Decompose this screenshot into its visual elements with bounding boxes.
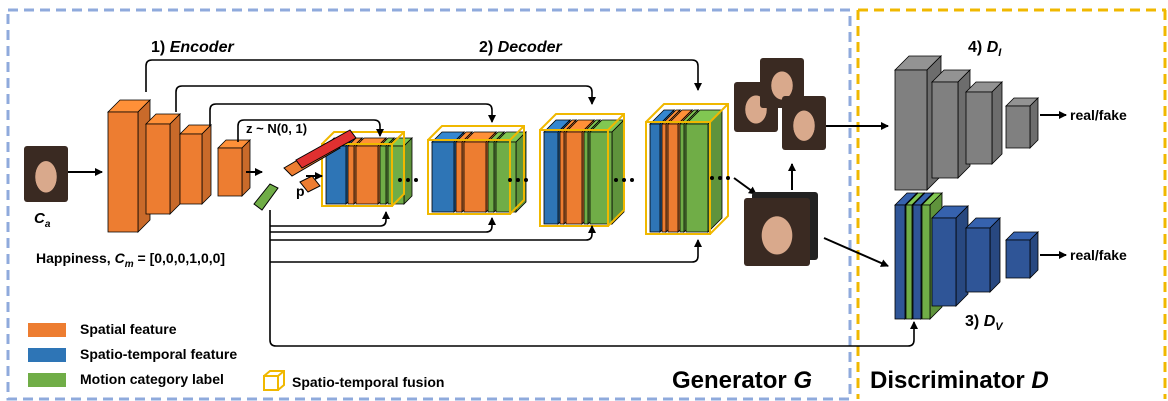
happiness-label: Happiness, [36, 250, 111, 266]
svg-text:1) Encoder: 1) Encoder [151, 39, 234, 56]
encoder-block-2 [145, 113, 181, 215]
svg-text:2) Decoder: 2) Decoder [479, 39, 562, 56]
svg-text:4) DI: 4) DI [968, 39, 1002, 59]
decoder-label: Decoder [498, 39, 563, 56]
fusion-cube-4 [645, 103, 729, 235]
decoder-blocks [321, 103, 729, 235]
generated-frame-3 [782, 96, 826, 150]
generator-region [6, 8, 852, 401]
skip-connections [145, 59, 702, 142]
real-fake-top: real/fake [1070, 107, 1127, 123]
encoder-blocks [107, 99, 251, 233]
real-fake-bottom: real/fake [1070, 247, 1127, 263]
discriminator-blocks [894, 55, 1039, 320]
generated-video [744, 198, 810, 266]
video-disc-block-5 [1005, 231, 1039, 279]
generator-title: Generator G [672, 367, 813, 394]
encoder-block-1 [107, 99, 151, 233]
video-discriminator-label: D [984, 313, 996, 330]
input-image-label: C [34, 210, 46, 227]
latent-code [253, 129, 357, 211]
legend: Spatial feature Spatio-temporal feature … [24, 318, 284, 398]
label-connections [269, 210, 918, 347]
fusion-cube-icon [263, 370, 285, 391]
decoder-stage-3-layer-5 [589, 119, 625, 225]
image-disc-block-4 [1005, 97, 1039, 149]
encoder-number: 1) [151, 39, 165, 56]
flow-arrows [68, 111, 1067, 267]
video-disc-block-3 [931, 205, 969, 307]
video-disc-block-4 [965, 217, 1001, 293]
motion-label-vector [253, 183, 279, 211]
fusion-cube-2 [427, 125, 525, 215]
category-vector: = [0,0,0,1,0,0] [138, 250, 226, 266]
encoder-label: Encoder [170, 39, 235, 56]
svg-text:3) DV: 3) DV [965, 313, 1004, 333]
image-discriminator-label: D [987, 39, 999, 56]
ellipsis-markers [398, 176, 730, 182]
image-disc-block-2 [931, 69, 971, 179]
svg-text:Happiness, Cm = [0,0,0,1,0,0]: Happiness, Cm = [0,0,0,1,0,0] [36, 250, 225, 270]
fusion-cube-1 [321, 131, 405, 207]
image-disc-block-3 [965, 81, 1003, 165]
svg-text:Ca: Ca [34, 210, 51, 230]
p-label: p [296, 183, 305, 199]
fusion-cube-3 [539, 113, 625, 227]
decoder-stage-4-layer-5 [685, 109, 723, 233]
discriminator-title: Discriminator D [870, 367, 1049, 394]
input-face-image [24, 146, 68, 202]
encoder-block-3 [179, 124, 212, 205]
legend-item-fusion: Spatio-temporal fusion [262, 370, 502, 394]
decoder-number: 2) [479, 39, 493, 56]
noise-vector [295, 129, 357, 169]
encoder-block-4 [217, 139, 251, 197]
noise-label: z ~ N(0, 1) [246, 121, 307, 136]
